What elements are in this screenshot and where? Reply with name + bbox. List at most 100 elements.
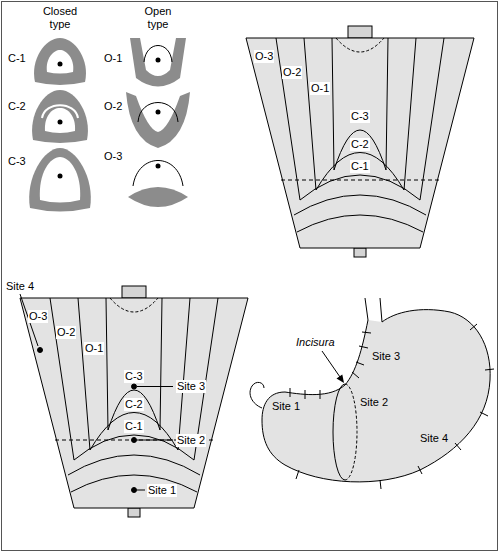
- zone-label: O-1: [310, 82, 330, 95]
- zone-label: C-1: [350, 160, 370, 173]
- type-code: C-1: [8, 52, 26, 65]
- stomach-outline-part-part: [352, 372, 359, 378]
- closed-type-icons-part-part: [40, 157, 80, 203]
- stomach-outline-part-part: [305, 390, 306, 399]
- stomach-outline-part: [380, 298, 382, 322]
- stomach-outline-part: [322, 351, 340, 377]
- site-label: Site 2: [360, 396, 388, 409]
- type-code: O-1: [104, 52, 122, 65]
- stomach-map-part-part: [304, 38, 316, 190]
- site-label: Site 3: [372, 350, 400, 363]
- stomach-outline-part-part: [356, 362, 364, 365]
- closed-type-icons: [29, 38, 91, 212]
- zone-label: O-2: [56, 326, 76, 339]
- stomach-map-part: [336, 38, 384, 52]
- closed-type-icons-part: [32, 90, 88, 143]
- stomach-outline-part-part: [359, 346, 368, 348]
- stomach-outline-part: [345, 384, 357, 480]
- stomach-outline-part-part: [320, 390, 321, 399]
- site-label: Site 2: [176, 434, 206, 447]
- stomach-outline-part-part: [380, 480, 381, 489]
- stomach-outline-part-part: [480, 412, 488, 416]
- stomach-outline-part: [365, 298, 368, 320]
- open-type-icons-part: [144, 46, 172, 63]
- type-heading: Open type: [134, 5, 182, 31]
- closed-type-icons-part: [58, 120, 63, 125]
- site-markers-part: [137, 490, 145, 491]
- stomach-outline-part: [262, 310, 490, 482]
- stomach-outline-part: [262, 310, 490, 482]
- site-label: Site 4: [420, 432, 448, 445]
- zone-label: O-1: [84, 342, 104, 355]
- site-markers-part: [132, 438, 137, 443]
- site-label: Site 4: [6, 280, 34, 293]
- stomach-outline-part: [333, 384, 345, 480]
- site-label: Site 1: [147, 484, 177, 497]
- type-code: O-2: [104, 100, 122, 113]
- type-heading: Closed type: [36, 5, 84, 31]
- stomach-outline-part-part: [418, 466, 422, 474]
- stomach-outline-part-part: [485, 369, 494, 370]
- open-type-icons: [126, 38, 190, 207]
- zone-label: C-3: [124, 370, 144, 383]
- open-type-icons-part: [156, 110, 161, 115]
- closed-type-icons-part: [34, 38, 86, 85]
- stomach-map-part-part: [281, 180, 439, 181]
- stomach-map-part: [276, 38, 444, 232]
- open-type-icons-part: [130, 38, 186, 87]
- type-code: O-3: [104, 150, 122, 163]
- zone-label: C-2: [124, 398, 144, 411]
- stomach-map-part-part: [297, 215, 423, 232]
- stomach-outline-part-part: [290, 388, 291, 397]
- stomach-map-part-part: [404, 38, 416, 190]
- type-code: C-2: [8, 100, 26, 113]
- open-type-icons-part: [156, 164, 161, 169]
- zone-label: O-3: [28, 310, 48, 323]
- type-code: C-3: [8, 155, 26, 168]
- stomach-map-part: [354, 248, 366, 257]
- closed-type-icons-part: [29, 148, 91, 212]
- stomach-map-part-part: [332, 38, 334, 170]
- stomach-map-part-part: [316, 153, 404, 191]
- site-markers-part: [137, 440, 173, 441]
- stomach-outline-part-part: [362, 332, 371, 333]
- site-markers: [20, 294, 173, 493]
- closed-type-icons-part: [58, 62, 63, 67]
- zone-label: C-3: [350, 110, 370, 123]
- stomach-map-part-part: [294, 195, 426, 215]
- closed-type-icons-part-part: [29, 148, 91, 212]
- zone-label: C-1: [124, 420, 144, 433]
- closed-type-icons-part: [45, 108, 75, 133]
- open-type-icons-part: [138, 103, 178, 123]
- zone-label: C-2: [350, 138, 370, 151]
- stomach-map-part-part: [386, 38, 388, 170]
- stomach-map-part-part: [276, 38, 300, 200]
- site-markers-part: [132, 384, 137, 389]
- zone-label: O-2: [282, 66, 302, 79]
- stomach-outline-part: [337, 374, 345, 383]
- stomach-outline-part: [250, 382, 264, 408]
- stomach-outline-part: [290, 324, 494, 489]
- open-type-icons-part: [128, 187, 188, 207]
- stomach-outline-part-part: [296, 470, 299, 479]
- open-type-icons-part: [133, 161, 183, 187]
- stomach-map-part: [348, 26, 372, 38]
- stomach-map-part-part: [300, 175, 420, 200]
- anatomy-label: Incisura: [296, 336, 335, 349]
- zone-label: O-3: [254, 50, 274, 63]
- site-markers-part: [132, 488, 137, 493]
- site-markers-part: [137, 386, 173, 387]
- open-type-icons-part: [156, 58, 161, 63]
- closed-type-icons-part-part: [58, 174, 63, 179]
- stomach-outline: [250, 298, 494, 489]
- open-type-icons-part: [126, 92, 190, 148]
- closed-type-icons-part: [47, 50, 74, 74]
- stomach-outline-part-part: [455, 443, 461, 450]
- stomach-map: [20, 286, 248, 517]
- site-label: Site 3: [176, 380, 206, 393]
- stomach-map: [246, 26, 474, 257]
- stomach-outline-part-part: [470, 324, 477, 330]
